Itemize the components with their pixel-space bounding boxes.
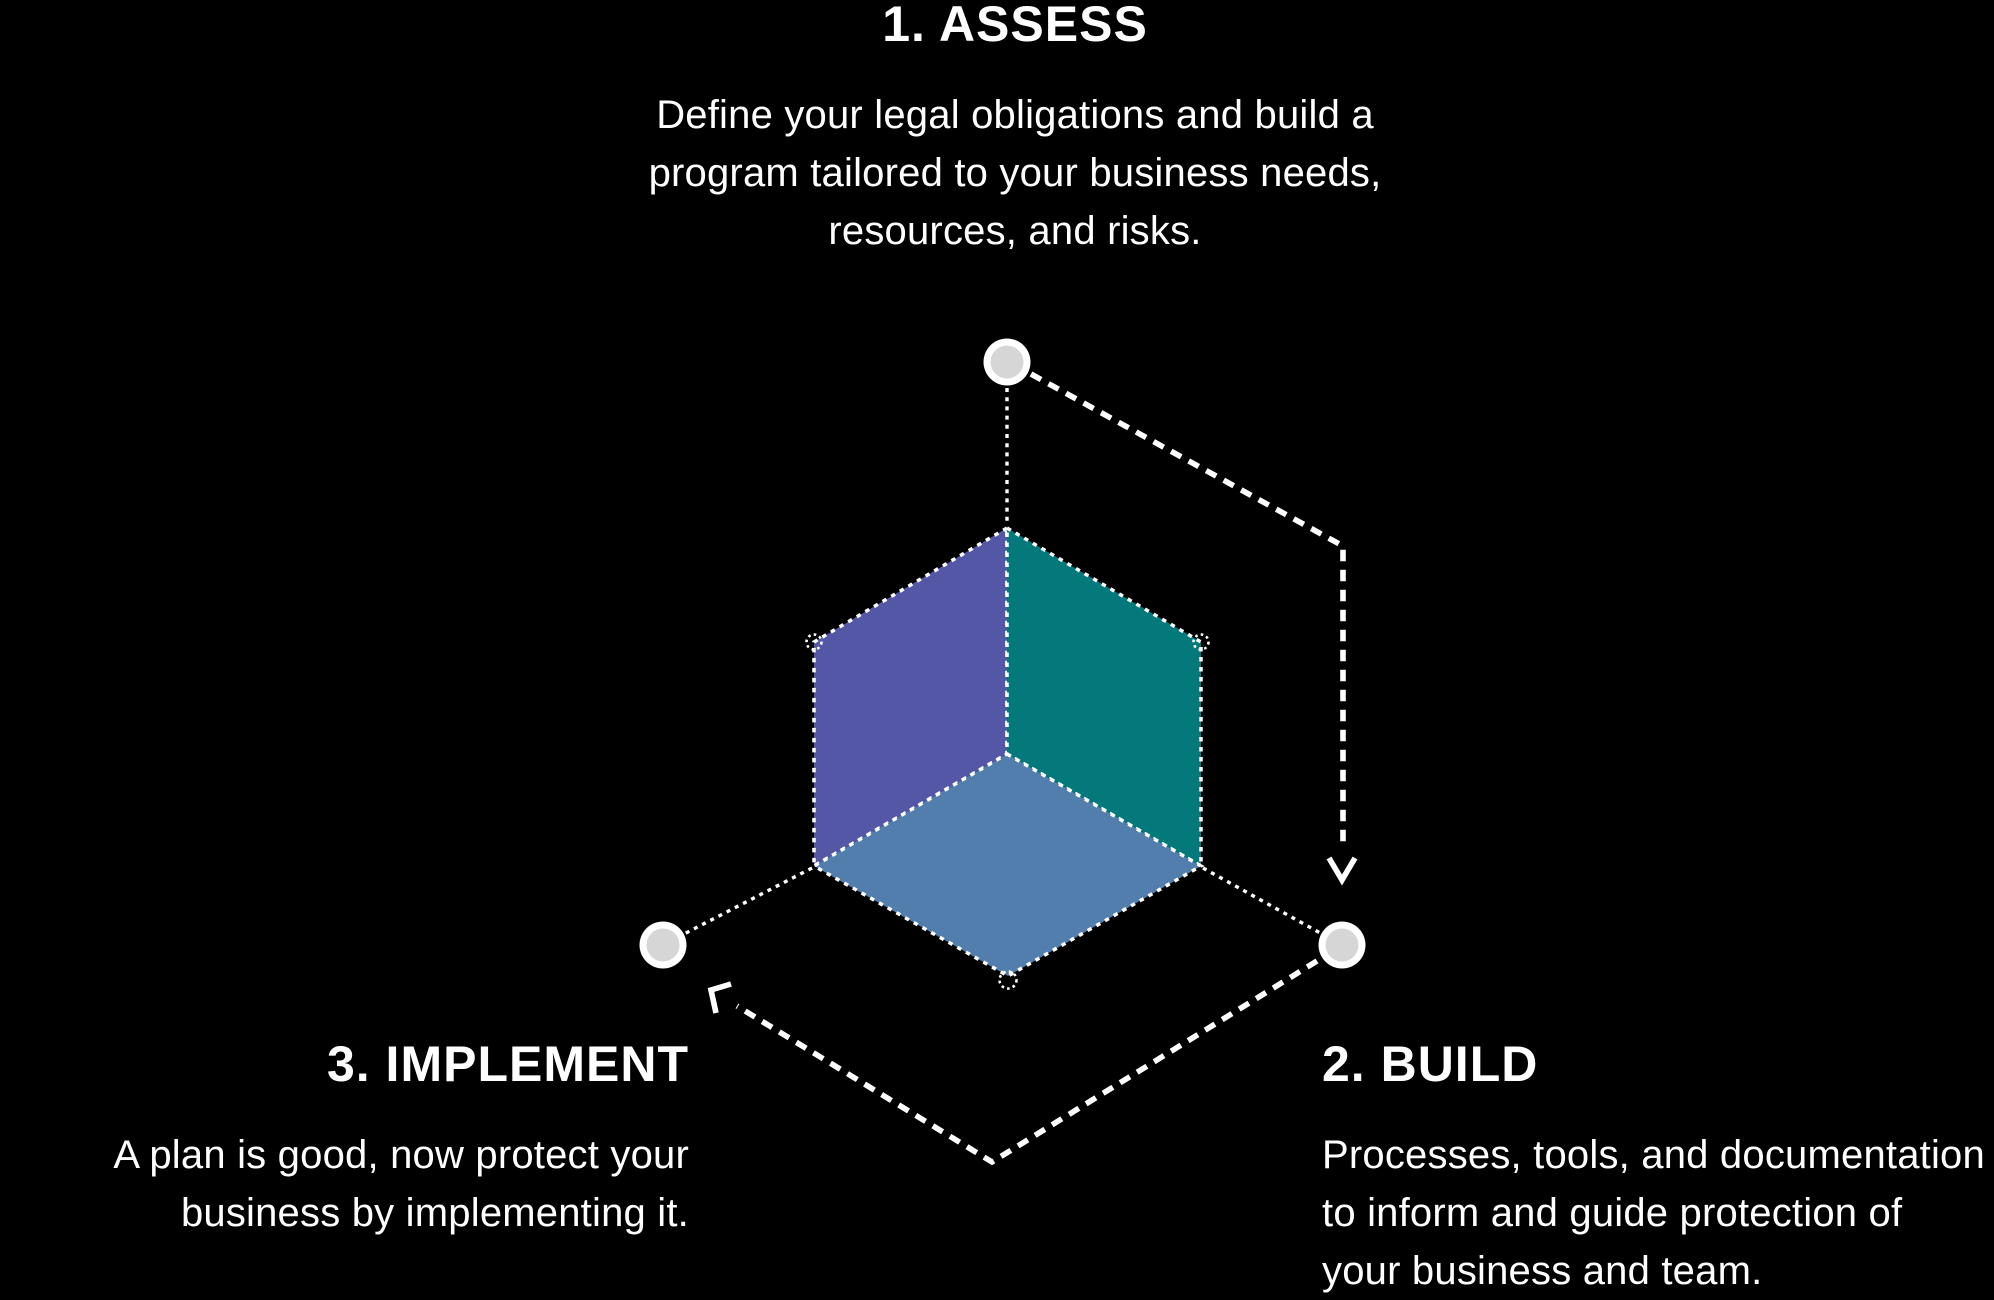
build-node-connector (1202, 866, 1323, 936)
assess-node (983, 338, 1031, 386)
step-build: 2. BUILD Processes, tools, and documenta… (1322, 1034, 1994, 1300)
implement-node (639, 921, 687, 969)
cube-right-face (1005, 524, 1203, 870)
implement-step-title: 3. IMPLEMENT (326, 1036, 689, 1092)
cube-left-vertex-dot (805, 633, 823, 651)
build-node-marker (1325, 928, 1359, 962)
description-line: to inform and guide protection of (1322, 1191, 1903, 1235)
cube-right-vertex-dot (1192, 633, 1210, 651)
arrowhead-up-left-icon (707, 981, 732, 1014)
implement-step-description: A plan is good, now protect your busines… (0, 1126, 689, 1242)
assess-step-title: 1. ASSESS (882, 0, 1148, 52)
build-to-implement-arrow (735, 958, 1319, 1166)
description-line: program tailored to your business needs, (648, 151, 1382, 195)
build-node (1318, 921, 1366, 969)
description-line: A plan is good, now protect your (113, 1133, 689, 1177)
cube-bottom-face (810, 751, 1205, 979)
cube-bottom-vertex-dot (998, 970, 1018, 990)
description-line: resources, and risks. (828, 209, 1202, 253)
description-line: business by implementing it. (180, 1191, 689, 1235)
cube-left-face (812, 524, 1009, 870)
description-line: Processes, tools, and documentation (1322, 1133, 1985, 1177)
description-line: Define your legal obligations and build … (656, 93, 1374, 137)
implement-node-connector (683, 866, 813, 936)
build-step-description: Processes, tools, and documentation to i… (1322, 1126, 1994, 1300)
implement-node-marker (646, 928, 680, 962)
build-step-title: 2. BUILD (1322, 1036, 1539, 1092)
assess-step-description: Define your legal obligations and build … (515, 86, 1515, 260)
description-line: your business and team. (1322, 1249, 1763, 1293)
step-assess: 1. ASSESS Define your legal obligations … (515, 0, 1515, 260)
step-implement: 3. IMPLEMENT A plan is good, now protect… (0, 1034, 689, 1242)
assess-node-marker (990, 345, 1024, 379)
arrowhead-down-icon (1326, 856, 1358, 886)
